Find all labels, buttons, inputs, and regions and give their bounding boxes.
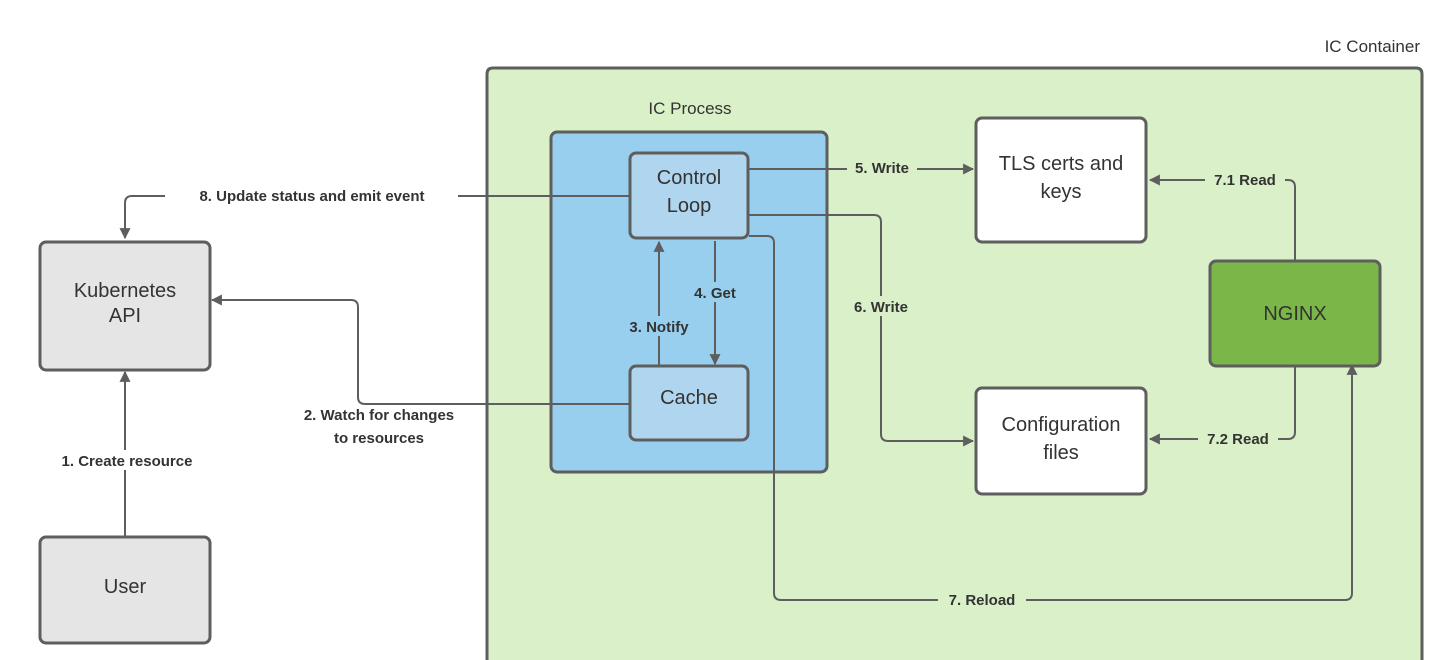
edge-label-read-tls: 7.1 Read [1214,172,1276,189]
node-user[interactable]: User [38,535,212,645]
process-label: IC Process [648,99,731,118]
edge-label-read-config: 7.2 Read [1207,431,1269,448]
edge-label-reload: 7. Reload [949,592,1016,609]
edge-label-watch-line2: to resources [334,430,424,447]
edge-write-config [749,214,975,447]
node-label: Control [657,167,721,189]
node-cache[interactable]: Cache [628,364,750,442]
node-label: Kubernetes [74,280,176,302]
edge-label-update-status: 8. Update status and emit event [199,188,424,205]
edge-read-tls [1148,174,1296,260]
node-label: TLS certs and [999,153,1124,175]
node-kubernetes-api[interactable]: Kubernetes API [38,240,212,372]
node-control-loop[interactable]: Control Loop [628,151,750,240]
edge-watch [210,294,630,405]
node-tls-certs[interactable]: TLS certs and keys [974,116,1148,244]
edge-label-create-resource: 1. Create resource [62,453,193,470]
container-label: IC Container [1325,37,1421,56]
edge-update-status [119,195,630,240]
edge-label-write-config: 6. Write [854,299,908,316]
node-nginx[interactable]: NGINX [1208,259,1382,368]
edge-read-config [1148,367,1296,445]
node-label: Cache [660,387,718,409]
node-label: files [1043,442,1079,464]
edge-label-notify: 3. Notify [629,319,689,336]
edge-label-watch-line1: 2. Watch for changes [304,407,454,424]
node-label: Configuration [1002,414,1121,436]
node-label: API [109,305,141,327]
edge-reload [749,235,1358,601]
edge-label-write-tls: 5. Write [855,160,909,177]
edge-label-get: 4. Get [694,285,736,302]
node-label: User [104,576,147,598]
node-label: Loop [667,195,712,217]
node-label: NGINX [1263,303,1326,325]
node-configuration-files[interactable]: Configuration files [974,386,1148,496]
node-label: keys [1040,181,1081,203]
